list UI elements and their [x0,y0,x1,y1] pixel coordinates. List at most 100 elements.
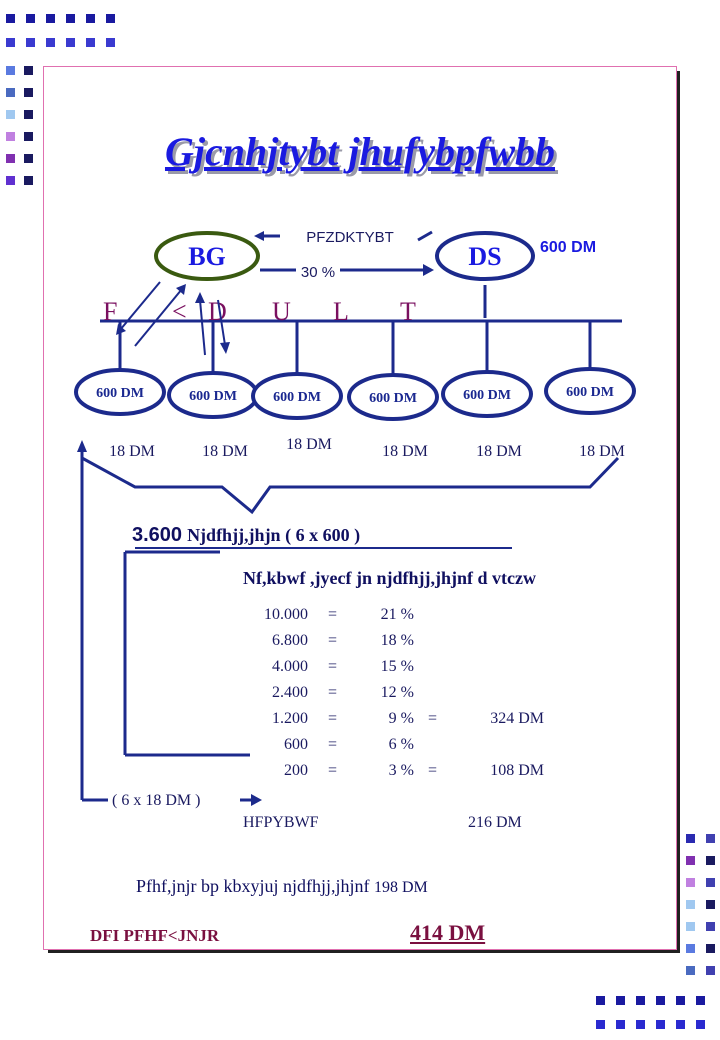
deco-square-14 [6,88,15,97]
arrow-fwd-label: 30 % [301,264,335,281]
row-amount: 10.000 [264,606,308,623]
deco-square-26 [686,856,695,865]
deco-square-7 [66,38,75,47]
row-equals-2: = [428,762,438,779]
letter-2: D [208,297,227,326]
node-ds-label: DS [468,242,501,271]
member-oval [251,372,343,420]
deco-square-30 [686,900,695,909]
deco-square-6 [66,14,75,23]
final-label: DFI PFHF<JNJR [90,926,220,945]
member-amount: 600 DM [463,388,511,403]
deco-square-11 [106,38,115,47]
deco-square-10 [106,14,115,23]
deco-square-8 [86,14,95,23]
deco-square-16 [6,110,15,119]
deco-square-28 [686,878,695,887]
ds-amount: 600 DM [540,239,596,256]
row-equals: = [328,710,338,727]
deco-square-43 [636,1020,645,1029]
row-equals: = [328,658,338,675]
row-amount: 6.800 [272,632,308,649]
deco-square-45 [656,1020,665,1029]
row-percent: 12 % [380,684,414,701]
member-fee: 18 DM [382,443,428,460]
deco-square-21 [24,154,33,163]
row-amount: 600 [284,736,308,753]
total-line: 3.600 Njdfhjj,jhjn ( 6 x 600 ) [132,524,360,547]
deco-square-27 [706,856,715,865]
bg-arrow-3 [199,299,206,356]
deco-square-3 [26,38,35,47]
node-ds [435,231,535,281]
deco-square-37 [706,966,715,975]
deco-square-2 [26,14,35,23]
deco-square-31 [706,900,715,909]
deco-square-41 [616,1020,625,1029]
row-amount: 2.400 [272,684,308,701]
deco-square-4 [46,14,55,23]
node-bg [154,231,260,281]
member-amount: 600 DM [189,389,237,404]
deco-square-24 [686,834,695,843]
page-title: Gjcnhjtybt jhufybpfwbb [164,129,556,174]
row-equals: = [328,632,338,649]
letter-1: < [172,297,187,326]
deco-square-47 [676,1020,685,1029]
bg-arrow-4-head [220,342,230,354]
deco-square-49 [696,1020,705,1029]
letter-3: U [272,297,291,326]
bg-arrow-4 [217,299,226,346]
deco-square-40 [616,996,625,1005]
deco-square-32 [686,922,695,931]
member-fee: 18 DM [579,443,625,460]
difference-label: Pfhf,jnjr bp kbxyjuj njdfhjj,jhjnf [136,876,370,896]
letter-5: T [400,297,416,326]
member-oval [74,368,166,416]
member-oval [544,367,636,415]
member-amount: 600 DM [566,385,614,400]
deco-square-38 [596,996,605,1005]
member-amount: 600 DM [369,391,417,406]
deco-square-20 [6,154,15,163]
difference-value: 198 DM [374,879,428,896]
arrow-fwd-head [423,264,434,276]
table-heading: Nf,kbwf ,jyecf jn njdfhjj,jhjnf d vtczw [243,568,536,588]
row-equals: = [328,606,338,623]
deco-square-18 [6,132,15,141]
deco-square-46 [676,996,685,1005]
row-equals: = [328,684,338,701]
deco-square-35 [706,944,715,953]
difference-line: Pfhf,jnjr bp kbxyjuj njdfhjj,jhjnf 198 D… [136,876,428,897]
member-amount: 600 DM [273,390,321,405]
row-amount: 1.200 [272,710,308,727]
deco-square-29 [706,878,715,887]
deco-square-42 [636,996,645,1005]
deco-square-23 [24,176,33,185]
deco-square-19 [24,132,33,141]
deco-square-36 [686,966,695,975]
deco-square-9 [86,38,95,47]
final-value: 414 DM [410,920,486,945]
reward-label: HFPYBWF [243,814,319,831]
reward-value: 216 DM [468,814,522,831]
deco-square-0 [6,14,15,23]
member-oval [347,373,439,421]
fees-brace [81,456,620,515]
total-value: 3.600 [132,524,183,546]
deco-square-25 [706,834,715,843]
deco-square-15 [24,88,33,97]
row-percent: 6 % [388,736,414,753]
letters-row: F < D U L T [103,297,416,326]
member-fee: 18 DM [286,436,332,453]
member-fee: 18 DM [202,443,248,460]
row-percent: 18 % [380,632,414,649]
member-fee: 18 DM [109,443,155,460]
deco-square-22 [6,176,15,185]
deco-square-5 [46,38,55,47]
row-result: 108 DM [490,762,544,779]
row-amount: 200 [284,762,308,779]
letter-4: L [333,297,349,326]
